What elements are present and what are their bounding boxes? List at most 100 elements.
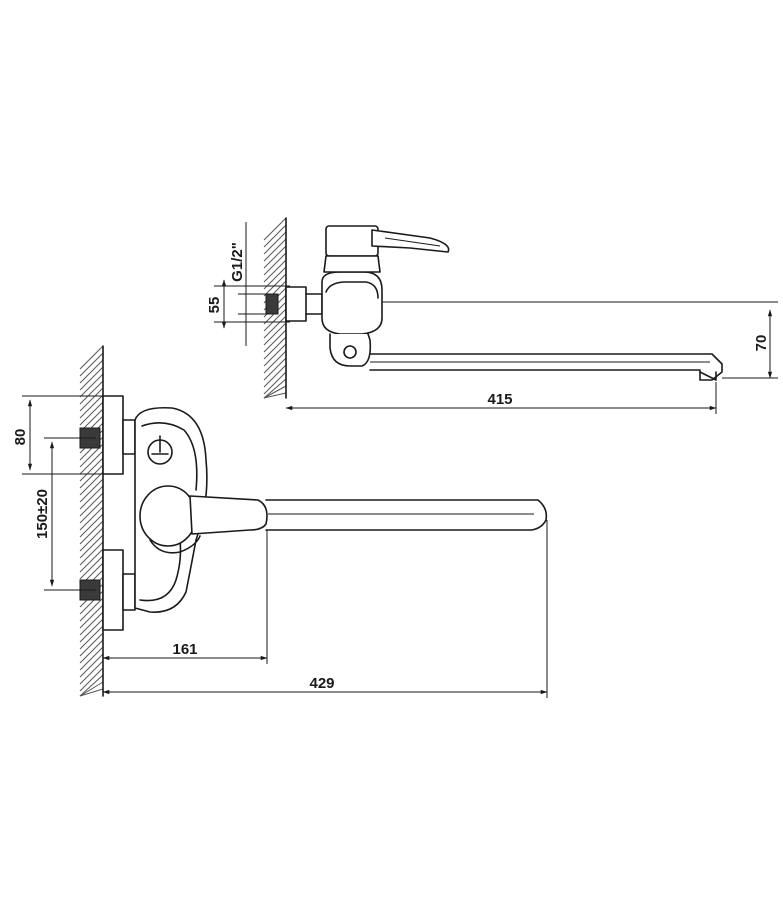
hatch-stroke: [263, 350, 287, 374]
flange-lower: [102, 549, 124, 631]
hatch-stroke: [263, 329, 287, 353]
wall-hatch-front: [79, 345, 104, 697]
hatch-stroke: [79, 688, 104, 697]
hatch-stroke: [79, 660, 104, 685]
hatch-stroke: [263, 308, 287, 332]
hatch-stroke: [79, 611, 104, 636]
spout-swivel-top: [329, 333, 372, 367]
hatch-stroke: [263, 252, 287, 276]
handle-base-front: [149, 535, 201, 554]
hatch-stroke: [263, 343, 287, 367]
hatch-stroke: [79, 401, 104, 426]
hatch-stroke: [263, 217, 287, 241]
hatch-stroke: [79, 506, 104, 531]
aerator-top: [699, 371, 717, 381]
hatch-stroke: [79, 646, 104, 671]
hatch-stroke: [79, 527, 104, 552]
thread-dimension: G1/2": [229, 222, 268, 346]
body-detail-top: [325, 281, 379, 299]
hatch-stroke: [79, 667, 104, 692]
lever-detail-top: [384, 237, 441, 247]
spout-reach-label-front: 429: [309, 675, 334, 692]
hatch-stroke: [79, 366, 104, 391]
hatch-stroke: [263, 266, 287, 290]
hatch-stroke: [263, 336, 287, 360]
front-view: 80 150±20 161 429: [12, 345, 548, 698]
hatch-stroke: [79, 639, 104, 664]
hatch-stroke: [79, 457, 104, 482]
spout-drop-label: 70: [753, 335, 770, 352]
hatch-stroke: [79, 534, 104, 559]
connector-top: [305, 293, 323, 315]
hatch-stroke: [263, 315, 287, 339]
spout-reach-dimension-top: 415: [285, 382, 717, 414]
handle-reach-label: 161: [172, 641, 197, 658]
swivel-nut-top: [343, 345, 357, 359]
hatch-stroke: [263, 231, 287, 255]
hatch-stroke: [263, 259, 287, 283]
hatch-stroke: [79, 618, 104, 643]
spout-drop-dimension: 70: [382, 301, 778, 379]
inlet-spacing-dimension: 150±20: [34, 437, 96, 591]
hatch-stroke: [263, 357, 287, 381]
hatch-stroke: [79, 499, 104, 524]
lever-handle-front: [139, 485, 197, 547]
spout-pipe-top: [369, 353, 723, 381]
hatch-stroke: [263, 378, 287, 399]
hatch-stroke: [79, 387, 104, 412]
hatch-stroke: [79, 394, 104, 419]
hatch-stroke: [263, 364, 287, 388]
hatch-stroke: [79, 380, 104, 405]
flange-top: [285, 286, 307, 322]
cartridge-cap-top: [325, 225, 379, 257]
hatch-stroke: [79, 450, 104, 475]
nut-upper: [122, 419, 136, 455]
hatch-stroke: [263, 385, 287, 399]
nut-lower: [122, 573, 136, 611]
hatch-stroke: [79, 604, 104, 629]
hatch-stroke: [79, 485, 104, 510]
hatch-stroke: [263, 322, 287, 346]
handle-reach-dimension: 161: [102, 530, 268, 664]
hatch-stroke: [79, 653, 104, 678]
hatch-stroke: [79, 478, 104, 503]
hatch-stroke: [79, 632, 104, 657]
wall-fitting-top: [265, 293, 279, 315]
diverter-lever: [151, 435, 169, 455]
hatch-stroke: [79, 492, 104, 517]
hatch-stroke: [79, 625, 104, 650]
hatch-stroke: [79, 520, 104, 545]
hatch-stroke: [79, 471, 104, 496]
hatch-stroke: [79, 352, 104, 377]
spout-reach-dimension-front: 429: [102, 520, 548, 698]
hatch-stroke: [79, 373, 104, 398]
hatch-stroke: [79, 681, 104, 697]
hatch-stroke: [79, 597, 104, 622]
hatch-stroke: [79, 541, 104, 566]
hatch-stroke: [79, 513, 104, 538]
spout-reach-label-top: 415: [487, 391, 512, 408]
body-height-label: 80: [12, 429, 29, 446]
connection-height-dimension: 55: [206, 279, 290, 329]
hatch-stroke: [79, 345, 104, 370]
hatch-stroke: [79, 548, 104, 573]
hatch-stroke: [79, 359, 104, 384]
body-contour-upper: [141, 422, 198, 491]
flange-upper: [102, 395, 124, 475]
hatch-stroke: [263, 273, 287, 297]
inlet-spacing-label: 150±20: [34, 489, 51, 539]
spout-pipe-front: [265, 499, 548, 531]
hatch-stroke: [263, 245, 287, 269]
lever-arm-front: [189, 495, 268, 535]
hatch-stroke: [79, 555, 104, 580]
hatch-stroke: [263, 224, 287, 248]
cap-base-top: [323, 255, 381, 273]
lever-handle-top: [371, 229, 450, 253]
hatch-stroke: [263, 238, 287, 262]
thread-label: G1/2": [229, 242, 246, 282]
hatch-stroke: [263, 371, 287, 395]
hatch-stroke: [79, 464, 104, 489]
side-view: G1/2" 55 70 415: [206, 217, 778, 414]
connection-height-label: 55: [206, 297, 223, 314]
